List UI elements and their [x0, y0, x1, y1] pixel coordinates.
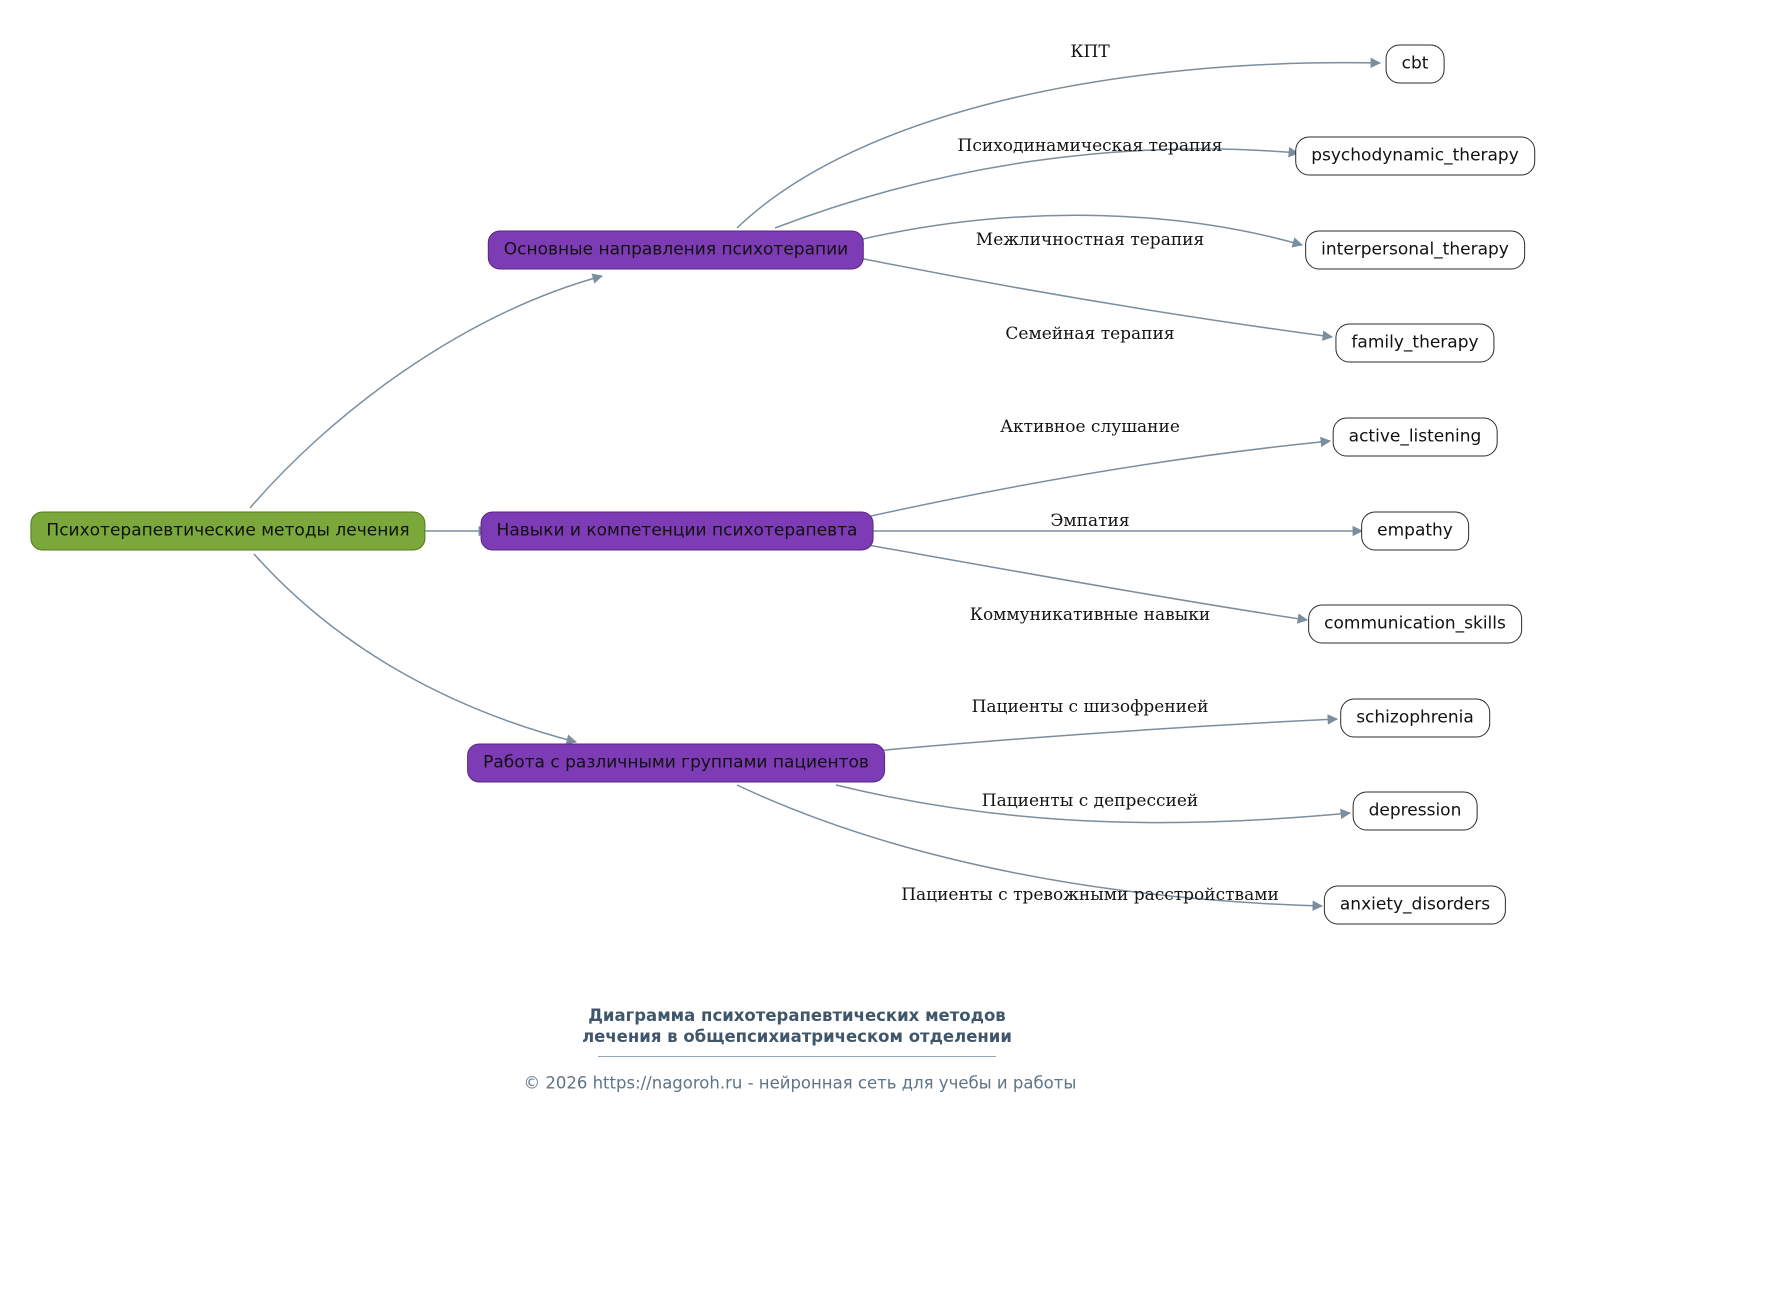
edge-to-active-listening — [861, 436, 1332, 519]
edge-label-schizophrenia: Пациенты с шизофренией — [971, 697, 1209, 717]
copyright-text: © 2026 https://nagoroh.ru - нейронная се… — [523, 1073, 1077, 1093]
leaf-node-psychodynamic-therapy: psychodynamic_therapy — [1295, 136, 1535, 176]
edge-label-empathy: Эмпатия — [1050, 511, 1130, 531]
edge-label-anxiety-disorders: Пациенты с тревожными расстройствами — [901, 885, 1279, 905]
leaf-node-communication-skills: communication_skills — [1308, 604, 1522, 644]
leaf-node-family-therapy: family_therapy — [1335, 323, 1495, 363]
leaf-node-empathy: empathy — [1361, 511, 1469, 551]
leaf-node-schizophrenia: schizophrenia — [1340, 698, 1490, 738]
leaf-node-interpersonal-therapy: interpersonal_therapy — [1305, 230, 1525, 270]
branch-node-therapist-skills: Навыки и компетенции психотерапевта — [480, 511, 874, 551]
edge-to-schizophrenia — [873, 714, 1339, 752]
diagram-title-line2: лечения в общепсихиатрическом отделении — [582, 1027, 1012, 1046]
edge-to-psychodynamic-therapy — [774, 146, 1300, 229]
leaf-node-active-listening: active_listening — [1332, 417, 1498, 457]
branch-node-main-directions: Основные направления психотерапии — [487, 230, 865, 270]
edge-label-family-therapy: Семейная терапия — [1005, 324, 1175, 344]
diagram-title-line1: Диаграмма психотерапевтических методов — [588, 1006, 1006, 1025]
footer-divider — [598, 1056, 996, 1057]
leaf-node-anxiety-disorders: anxiety_disorders — [1323, 885, 1507, 925]
edge-root-to-main-directions — [249, 273, 604, 509]
root-node: Психотерапевтические методы лечения — [30, 511, 426, 551]
edge-label-cbt: КПТ — [1070, 42, 1110, 62]
branch-node-patient-groups: Работа с различными группами пациентов — [467, 743, 885, 783]
diagram-title: Диаграмма психотерапевтических методов л… — [582, 1005, 1012, 1047]
edge-root-to-patient-groups — [253, 553, 578, 745]
edge-label-communication-skills: Коммуникативные навыки — [969, 605, 1211, 625]
edge-label-interpersonal-therapy: Межличностная терапия — [975, 230, 1205, 250]
edge-label-depression: Пациенты с депрессией — [981, 791, 1199, 811]
leaf-node-depression: depression — [1352, 791, 1478, 831]
leaf-node-cbt: cbt — [1385, 44, 1445, 84]
edge-label-psychodynamic-therapy: Психодинамическая терапия — [957, 136, 1223, 156]
edge-label-active-listening: Активное слушание — [1000, 417, 1180, 437]
